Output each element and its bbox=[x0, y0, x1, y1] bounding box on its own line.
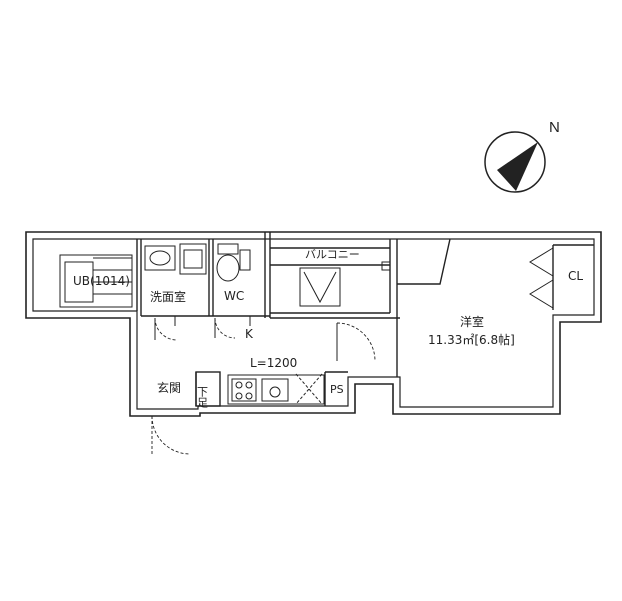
closet-doors bbox=[529, 247, 554, 309]
toilet-fixtures bbox=[216, 243, 251, 282]
toilet-label: WC bbox=[224, 289, 244, 303]
kitchen-length-label: L=1200 bbox=[250, 356, 297, 370]
closet-label: CL bbox=[568, 269, 583, 283]
bathtub bbox=[59, 254, 133, 308]
washroom-fixtures bbox=[144, 243, 207, 275]
bath-unit bbox=[59, 254, 133, 308]
washroom-door-swing bbox=[154, 317, 178, 341]
door-leaves bbox=[154, 316, 338, 361]
north-arrow-icon bbox=[497, 142, 538, 191]
washing-machine-icon bbox=[179, 243, 207, 275]
shoe-box-label-top: 下足 bbox=[196, 386, 209, 408]
western-room-area: 11.33㎡[6.8帖] bbox=[428, 332, 515, 347]
entrance-label: 玄関 bbox=[157, 380, 181, 395]
interior-walls bbox=[136, 232, 594, 407]
pipe-space-label: PS bbox=[330, 383, 344, 396]
toilet-door-swing bbox=[214, 317, 236, 339]
entrance-door-swing bbox=[151, 415, 191, 455]
outer-walls bbox=[25, 231, 602, 417]
room-door-swing bbox=[336, 322, 376, 362]
stove-icon bbox=[231, 378, 257, 402]
door-swings bbox=[151, 317, 376, 456]
sink-icon bbox=[261, 378, 289, 402]
compass-ring bbox=[484, 131, 546, 193]
balcony-label: バルコニー bbox=[305, 248, 360, 261]
wash-basin-icon bbox=[144, 245, 176, 271]
kitchen-counter bbox=[227, 373, 325, 405]
toilet-tank-icon bbox=[217, 243, 239, 255]
outdoor-unit-icon bbox=[299, 267, 341, 307]
kitchen-marker: K bbox=[245, 327, 254, 341]
washroom-label: 洗面室 bbox=[150, 289, 186, 304]
bath-label: UB(1014) bbox=[73, 274, 130, 288]
toilet-bowl-icon bbox=[216, 254, 240, 282]
fridge-space-icon bbox=[295, 373, 323, 405]
counter-outline bbox=[227, 374, 325, 405]
compass: N bbox=[484, 119, 560, 193]
north-label: N bbox=[549, 119, 560, 136]
western-room-name: 洋室 bbox=[460, 314, 484, 329]
balcony-unit bbox=[299, 261, 391, 307]
